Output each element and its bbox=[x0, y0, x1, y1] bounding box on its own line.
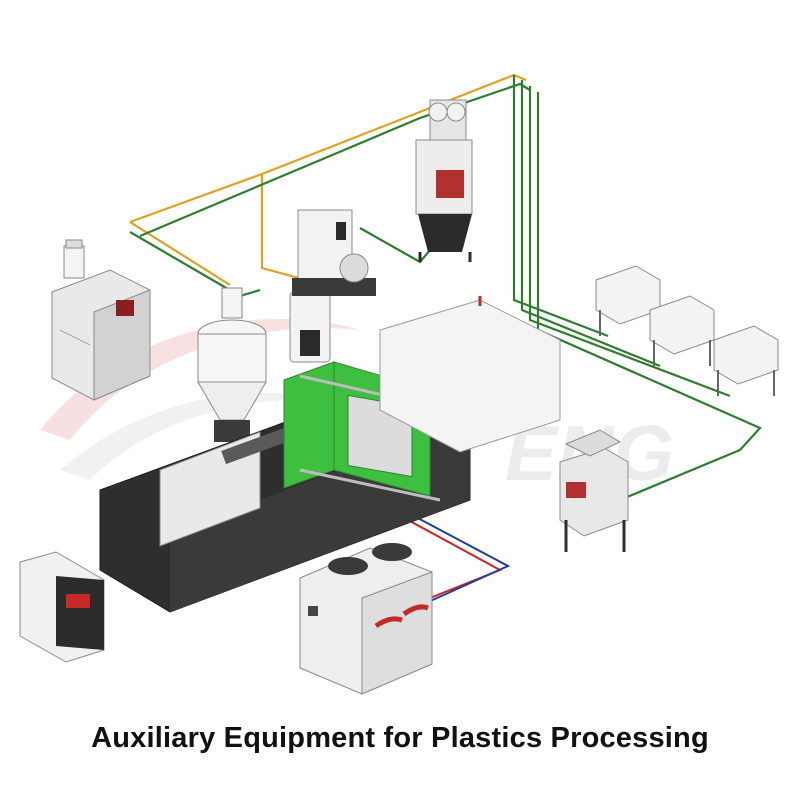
caption: Auxiliary Equipment for Plastics Process… bbox=[91, 722, 709, 754]
mold-temperature-controller-icon bbox=[19, 551, 105, 663]
return-line-green-3 bbox=[512, 75, 609, 338]
vacuum-loader-icon bbox=[63, 239, 85, 279]
storage-bins bbox=[595, 265, 779, 396]
return-line-green-4 bbox=[520, 80, 661, 368]
injection-molding-machine-icon bbox=[99, 296, 561, 613]
auxiliary-equipment-illustration: ENG bbox=[19, 73, 779, 695]
supply-line-orange-hopper bbox=[129, 221, 231, 286]
return-line-green-2 bbox=[139, 82, 531, 238]
dehumidifying-dryer-icon bbox=[51, 239, 151, 401]
supply-line-orange-drop bbox=[260, 174, 307, 282]
water-chiller-icon bbox=[299, 543, 433, 695]
granulator-icon bbox=[559, 429, 629, 552]
storage-bin-icon bbox=[649, 295, 715, 366]
hopper-dryer-icon bbox=[197, 287, 331, 442]
supply-line-orange bbox=[129, 73, 527, 224]
storage-bin-icon bbox=[713, 325, 779, 396]
vacuum-blower-icon bbox=[292, 209, 376, 296]
return-line-green-5 bbox=[528, 86, 731, 398]
dosing-mixer-icon bbox=[415, 99, 473, 262]
conveying-pipelines bbox=[129, 73, 762, 502]
return-line-green-6 bbox=[536, 92, 762, 502]
